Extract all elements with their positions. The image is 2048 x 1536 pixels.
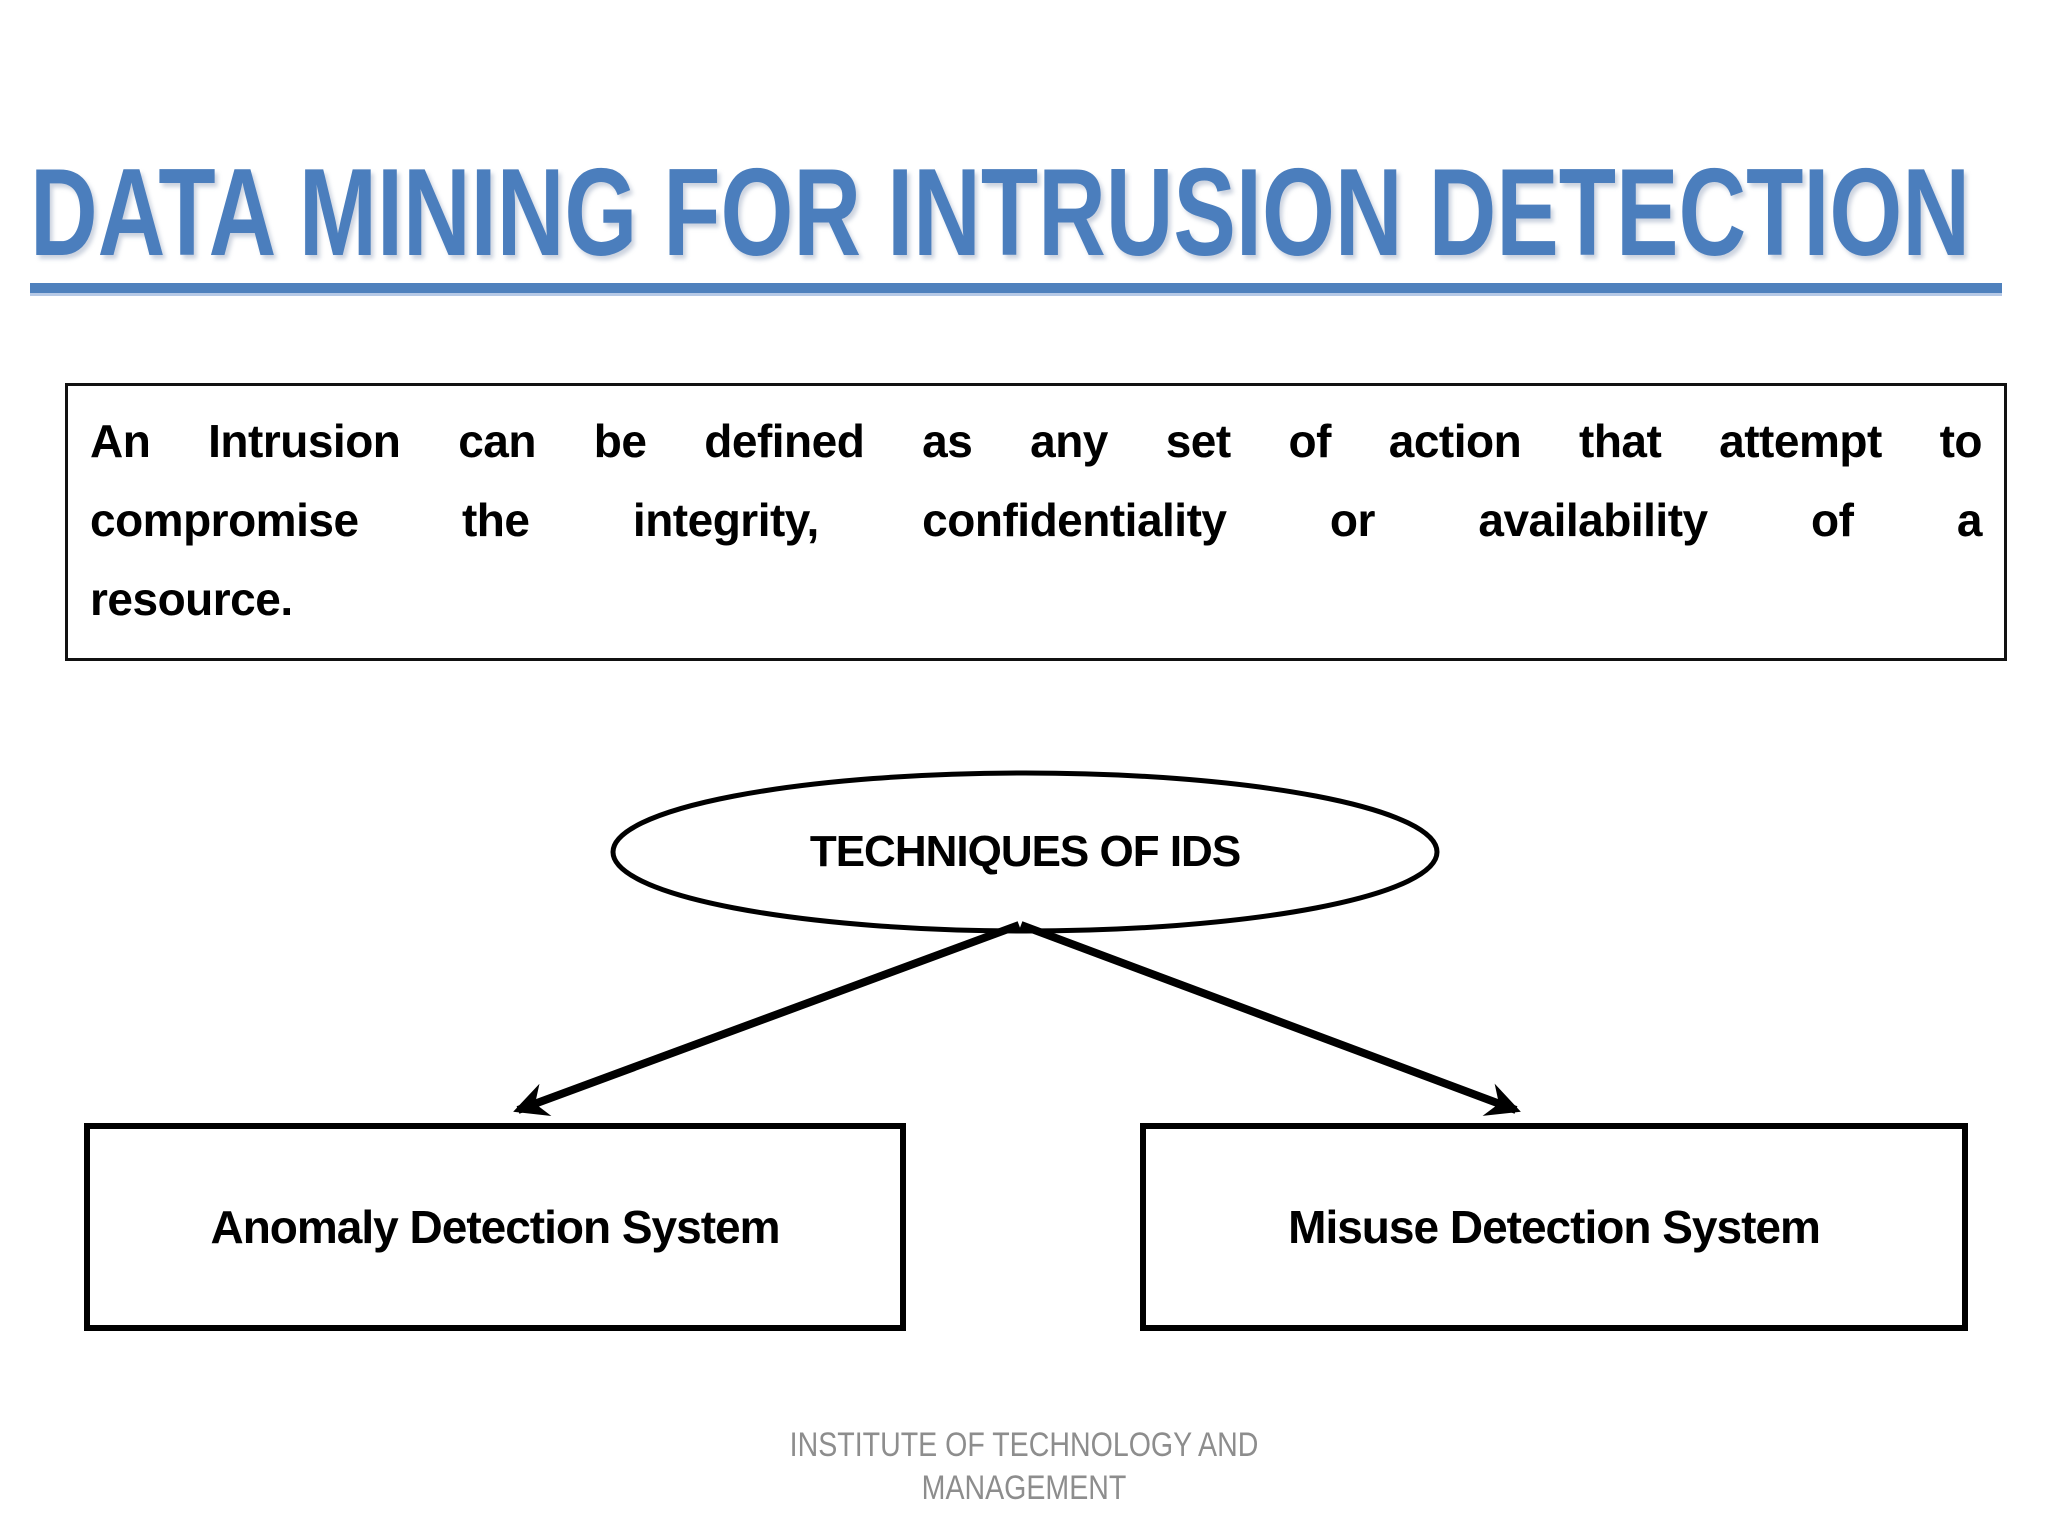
footer: INSTITUTE OF TECHNOLOGY AND MANAGEMENT bbox=[164, 1424, 1884, 1510]
definition-line: compromise the integrity, confidentialit… bbox=[90, 494, 1983, 546]
slide-title-text: DATA MINING FOR INTRUSION DETECTION bbox=[30, 144, 1970, 282]
definition-line: An Intrusion can be defined as any set o… bbox=[90, 415, 1983, 467]
anomaly-detection-box: Anomaly Detection System bbox=[84, 1123, 906, 1331]
misuse-detection-box: Misuse Detection System bbox=[1140, 1123, 1968, 1331]
arrow-to-misuse bbox=[1019, 921, 1521, 1116]
definition-line: resource. bbox=[90, 573, 293, 625]
techniques-ellipse-label: TECHNIQUES OF IDS bbox=[809, 827, 1241, 876]
arrow-to-anomaly bbox=[513, 921, 1021, 1117]
slide-title: DATA MINING FOR INTRUSION DETECTION bbox=[30, 144, 1970, 282]
footer-line: MANAGEMENT bbox=[921, 1469, 1127, 1507]
title-underline bbox=[30, 283, 2002, 296]
definition-box: An Intrusion can be defined as any set o… bbox=[65, 383, 2007, 661]
anomaly-detection-label: Anomaly Detection System bbox=[210, 1201, 780, 1253]
footer-line: INSTITUTE OF TECHNOLOGY AND bbox=[789, 1426, 1259, 1464]
misuse-detection-label: Misuse Detection System bbox=[1288, 1201, 1821, 1253]
